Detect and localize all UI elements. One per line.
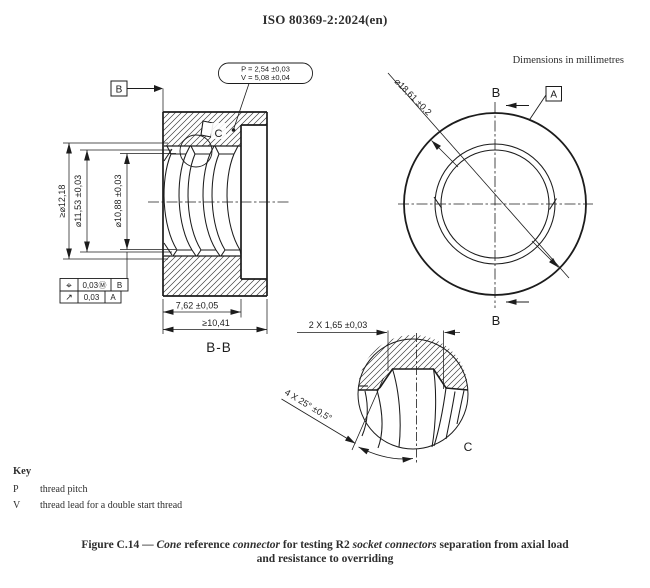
detail-hatch <box>357 334 468 390</box>
datum-a-box <box>545 86 562 102</box>
detail-boundary-circle <box>179 134 213 168</box>
od-arrow-lower <box>531 240 559 268</box>
od-dim-text: ⌀18,61 ±0,2 <box>393 76 434 117</box>
detail-angle-text: 4 X 25° ±0,5° <box>283 387 334 423</box>
datum-b-label: B <box>116 85 123 96</box>
dim-mid-text: ⌀11,53 ±0,03 <box>73 175 83 227</box>
key-symbol-v: V <box>13 500 21 511</box>
fcf-row2-value: 0,03 <box>84 293 100 302</box>
position-symbol: ⌖ <box>66 281 72 292</box>
callout-line1: P = 2,54 ±0,03 <box>241 65 290 74</box>
feature-control-frames: ⌖ 0,03Ⓜ B ↗ 0,03 A <box>59 278 129 304</box>
angle-leader <box>281 398 356 444</box>
fcf-row2-datum: A <box>110 293 116 302</box>
detail-circle <box>357 338 469 450</box>
end-view: ⌀18,61 ±0,2 A B B <box>387 72 593 328</box>
detail-circle-label: C <box>215 128 223 140</box>
page-title: ISO 80369-2:2024(en) <box>262 12 388 27</box>
dim-overall-text: ≥10,41 <box>202 318 229 328</box>
runout-symbol: ↗ <box>65 292 73 302</box>
flank-extension <box>351 377 384 451</box>
extension-lines <box>63 142 176 260</box>
detail-view: 2 X 1,65 ±0,03 4 X 25° ±0,5° C <box>281 320 473 463</box>
detail-width-text: 2 X 1,65 ±0,03 <box>309 320 367 330</box>
dim-depth-text: 7,62 ±0,05 <box>176 301 218 311</box>
detail-width-dim: 2 X 1,65 ±0,03 <box>297 320 460 389</box>
callout-box <box>218 62 313 84</box>
caption-line1: Figure C.14 — Cone reference connector f… <box>81 539 569 551</box>
section-hatch-bottom <box>163 256 267 296</box>
callout-leader-dot <box>231 128 236 132</box>
dim-minor-text: ⌀10,88 ±0,03 <box>113 175 123 228</box>
detail-angle-dim: 4 X 25° ±0,5° <box>281 377 414 463</box>
key-row-p: P thread pitch <box>13 482 182 498</box>
key-heading: Key <box>13 466 32 477</box>
datum-a-leader <box>528 94 547 121</box>
section-view: C <box>148 111 290 297</box>
fcf-row1-datum: B <box>117 281 122 290</box>
dim-major-text: ≥⌀12,18 <box>57 185 67 218</box>
key-block: Key P thread pitch V thread lead for a d… <box>13 464 182 514</box>
section-arrow-top-label: B <box>492 85 501 100</box>
key-desc-v: thread lead for a double start thread <box>40 500 183 511</box>
fcf-row2-box <box>59 290 122 304</box>
od-dim-line <box>387 72 570 279</box>
key-symbol-p: P <box>13 484 19 495</box>
key-row-v: V thread lead for a double start thread <box>13 498 182 514</box>
thread-callout: P = 2,54 ±0,03 V = 5,08 ±0,04 <box>218 62 313 132</box>
caption-line2: and resistance to overriding <box>256 553 394 565</box>
figure-caption: Figure C.14 — Cone reference connector f… <box>0 538 650 566</box>
od-arrow-upper <box>431 140 459 168</box>
section-arrow-bottom-label: B <box>492 313 501 328</box>
datum-a-label: A <box>550 90 557 101</box>
dimensions-note: Dimensions in millimetres <box>512 55 624 66</box>
thread-root-lines <box>164 145 241 257</box>
datum-b-indicator: B <box>110 80 164 112</box>
detail-label-halo <box>211 123 226 139</box>
callout-leader <box>233 83 250 130</box>
section-label: B-B <box>206 340 232 355</box>
bottom-dimensions: 7,62 ±0,05 ≥10,41 B-B <box>162 299 268 355</box>
thread-teeth <box>163 145 242 257</box>
datum-b-arrow <box>154 85 163 92</box>
callout-line2: V = 5,08 ±0,04 <box>241 73 290 82</box>
fcf-row1-value: 0,03Ⓜ <box>82 281 106 290</box>
left-dimensions: ≥⌀12,18 ⌀11,53 ±0,03 ⌀10,88 ±0,03 <box>57 142 176 279</box>
detail-label: C <box>464 440 473 454</box>
key-desc-p: thread pitch <box>40 484 88 495</box>
detail-flank-curves <box>361 368 465 449</box>
angle-arc <box>358 446 414 463</box>
